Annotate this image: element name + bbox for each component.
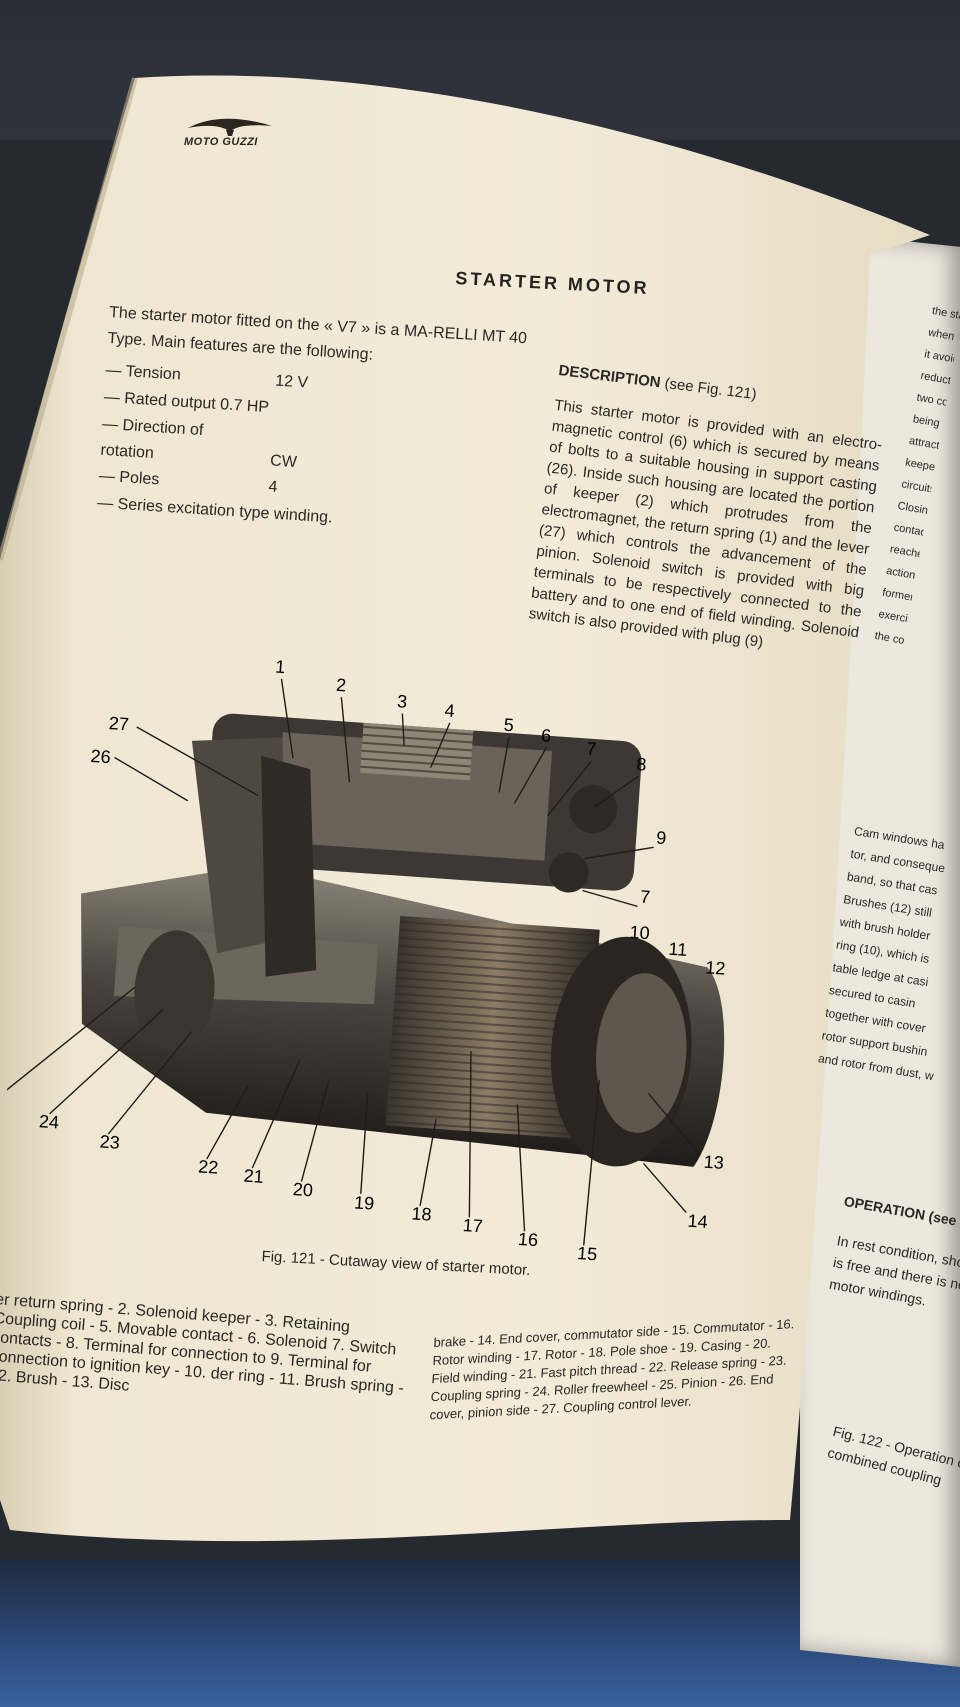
right-page-column-fragments: Cam windows ha tor, and conseque band, s…: [816, 820, 960, 1087]
callout-14: 14: [687, 1211, 708, 1232]
callout-11: 11: [668, 939, 688, 960]
intro-column: The starter motor fitted on the « V7 » i…: [96, 300, 539, 545]
description-title: DESCRIPTION: [557, 361, 662, 392]
right-page-operation: OPERATION (see Fig. 1 In rest condition,…: [828, 1190, 960, 1315]
callout-25: 25: [0, 1095, 1, 1116]
spec-label: — Tension: [105, 361, 182, 384]
callout-17: 17: [462, 1215, 483, 1236]
callout-20: 20: [292, 1179, 313, 1200]
legend-left: er return spring - 2. Solenoid keeper - …: [0, 1290, 405, 1398]
text-fragment: the core: [873, 629, 915, 649]
callout-15: 15: [576, 1243, 597, 1264]
callout-22: 22: [198, 1156, 219, 1177]
callout-8: 8: [636, 754, 647, 775]
callout-7: 7: [586, 738, 597, 759]
description-text: This starter motor is provided with an e…: [527, 396, 884, 651]
description-column: DESCRIPTION (see Fig. 121) This starter …: [528, 360, 888, 664]
spec-value: 12 V: [274, 372, 309, 392]
callout-10: 10: [629, 922, 650, 943]
starter-motor-cutaway-illustration: 1 2 3 4 5 6 7 8 9 7 10 11 12 13 14 15 16…: [0, 657, 726, 1264]
callout-13: 13: [703, 1152, 724, 1173]
callout-9: 9: [656, 828, 667, 849]
callout-5: 5: [503, 715, 514, 736]
callout-6: 6: [540, 725, 551, 746]
eagle-logo-icon: [188, 118, 272, 136]
callout-16: 16: [517, 1229, 538, 1250]
callout-2: 2: [336, 675, 347, 696]
spec-label: — Poles: [98, 467, 160, 489]
callout-1: 1: [275, 657, 286, 678]
brand-name: MOTO GUZZI: [184, 136, 258, 148]
callout-4: 4: [444, 700, 455, 721]
callout-18: 18: [411, 1203, 432, 1224]
right-page-figure-caption: Fig. 122 - Operation of combined couplin…: [825, 1420, 960, 1494]
callout-12: 12: [705, 957, 726, 978]
callout-19: 19: [353, 1192, 374, 1213]
callout-21: 21: [243, 1166, 264, 1187]
callout-24: 24: [38, 1111, 59, 1132]
page-title: STARTER MOTOR: [454, 268, 651, 299]
callout-27: 27: [108, 713, 129, 734]
description-ref: (see Fig. 121): [663, 374, 758, 404]
callout-23: 23: [99, 1131, 120, 1152]
callout-3: 3: [397, 691, 408, 712]
operation-heading: OPERATION (see Fig. 1: [842, 1192, 960, 1236]
right-page-upper-fragments: the starter moto when load on b it avoid…: [873, 300, 960, 652]
spec-label: — Direction of rotation: [100, 415, 204, 463]
spec-value: 4: [268, 478, 279, 496]
legend-right: brake - 14. End cover, commutator side -…: [429, 1316, 795, 1423]
callout-26: 26: [90, 746, 111, 767]
spec-value: CW: [269, 452, 298, 472]
callout-7b: 7: [639, 887, 650, 908]
